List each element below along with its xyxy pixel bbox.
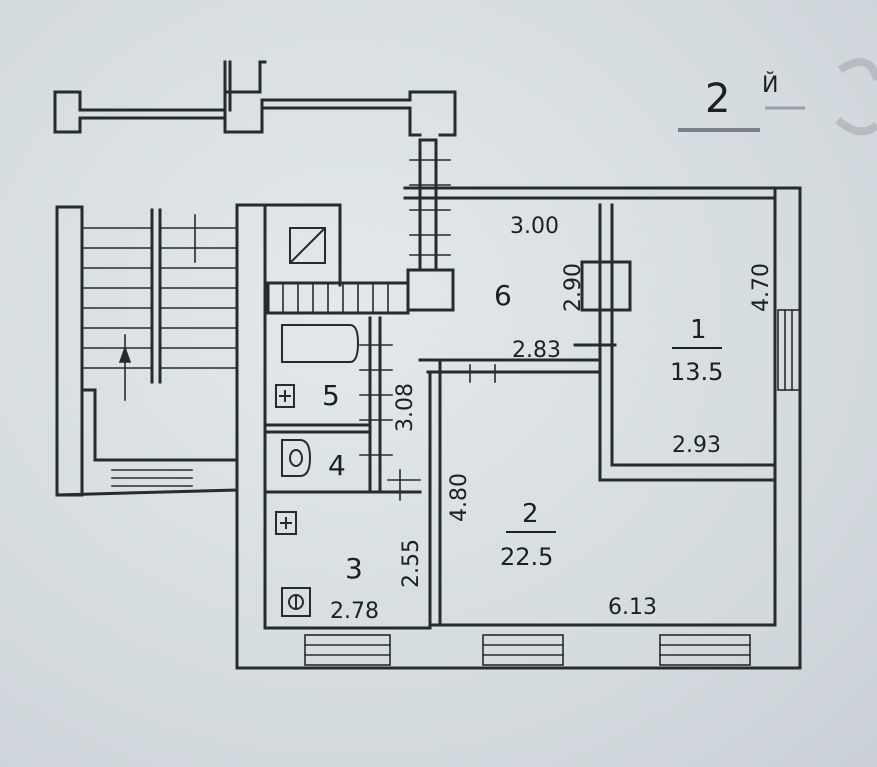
room-1-walls bbox=[573, 203, 777, 482]
room-3-number: 3 bbox=[345, 552, 363, 585]
room-1-number: 1 bbox=[690, 315, 707, 345]
dimension-293: 2.93 bbox=[672, 433, 721, 458]
dimension-480: 4.80 bbox=[447, 473, 472, 522]
stairs-icon bbox=[81, 214, 238, 487]
stove-icon bbox=[281, 587, 311, 617]
room-2-area: 22.5 bbox=[500, 543, 553, 571]
bathtub-icon bbox=[281, 324, 360, 363]
room-4-number: 4 bbox=[328, 449, 346, 482]
corridor-wall bbox=[53, 60, 457, 137]
section-number: 2 bbox=[705, 76, 730, 122]
ventilation-shaft-icon bbox=[289, 227, 326, 264]
dimension-290: 2.90 bbox=[561, 263, 586, 312]
dimension-308: 3.08 bbox=[393, 383, 418, 432]
washbasin-icon bbox=[275, 511, 297, 535]
kitchen-partition bbox=[266, 268, 455, 315]
section-mark: 2 Й bbox=[678, 58, 877, 136]
room-2-number: 2 bbox=[522, 499, 539, 529]
sink-icon bbox=[275, 384, 295, 408]
dimension-300: 3.00 bbox=[510, 214, 559, 239]
dimension-283: 2.83 bbox=[512, 338, 561, 363]
windows bbox=[304, 309, 801, 666]
bathroom-partitions bbox=[266, 316, 422, 501]
dimension-255: 2.55 bbox=[399, 539, 424, 588]
room-5-number: 5 bbox=[322, 379, 340, 412]
section-suffix: Й bbox=[762, 72, 778, 98]
room-6-number: 6 bbox=[494, 279, 512, 312]
room-2-walls bbox=[418, 358, 602, 627]
dimension-470: 4.70 bbox=[749, 263, 774, 312]
hall-partition bbox=[409, 138, 451, 272]
dimension-613: 6.13 bbox=[608, 595, 657, 620]
room-1-area: 13.5 bbox=[670, 358, 723, 386]
dimension-278: 2.78 bbox=[330, 599, 379, 624]
toilet-icon bbox=[281, 439, 312, 477]
apartment-outer-walls bbox=[235, 186, 802, 670]
